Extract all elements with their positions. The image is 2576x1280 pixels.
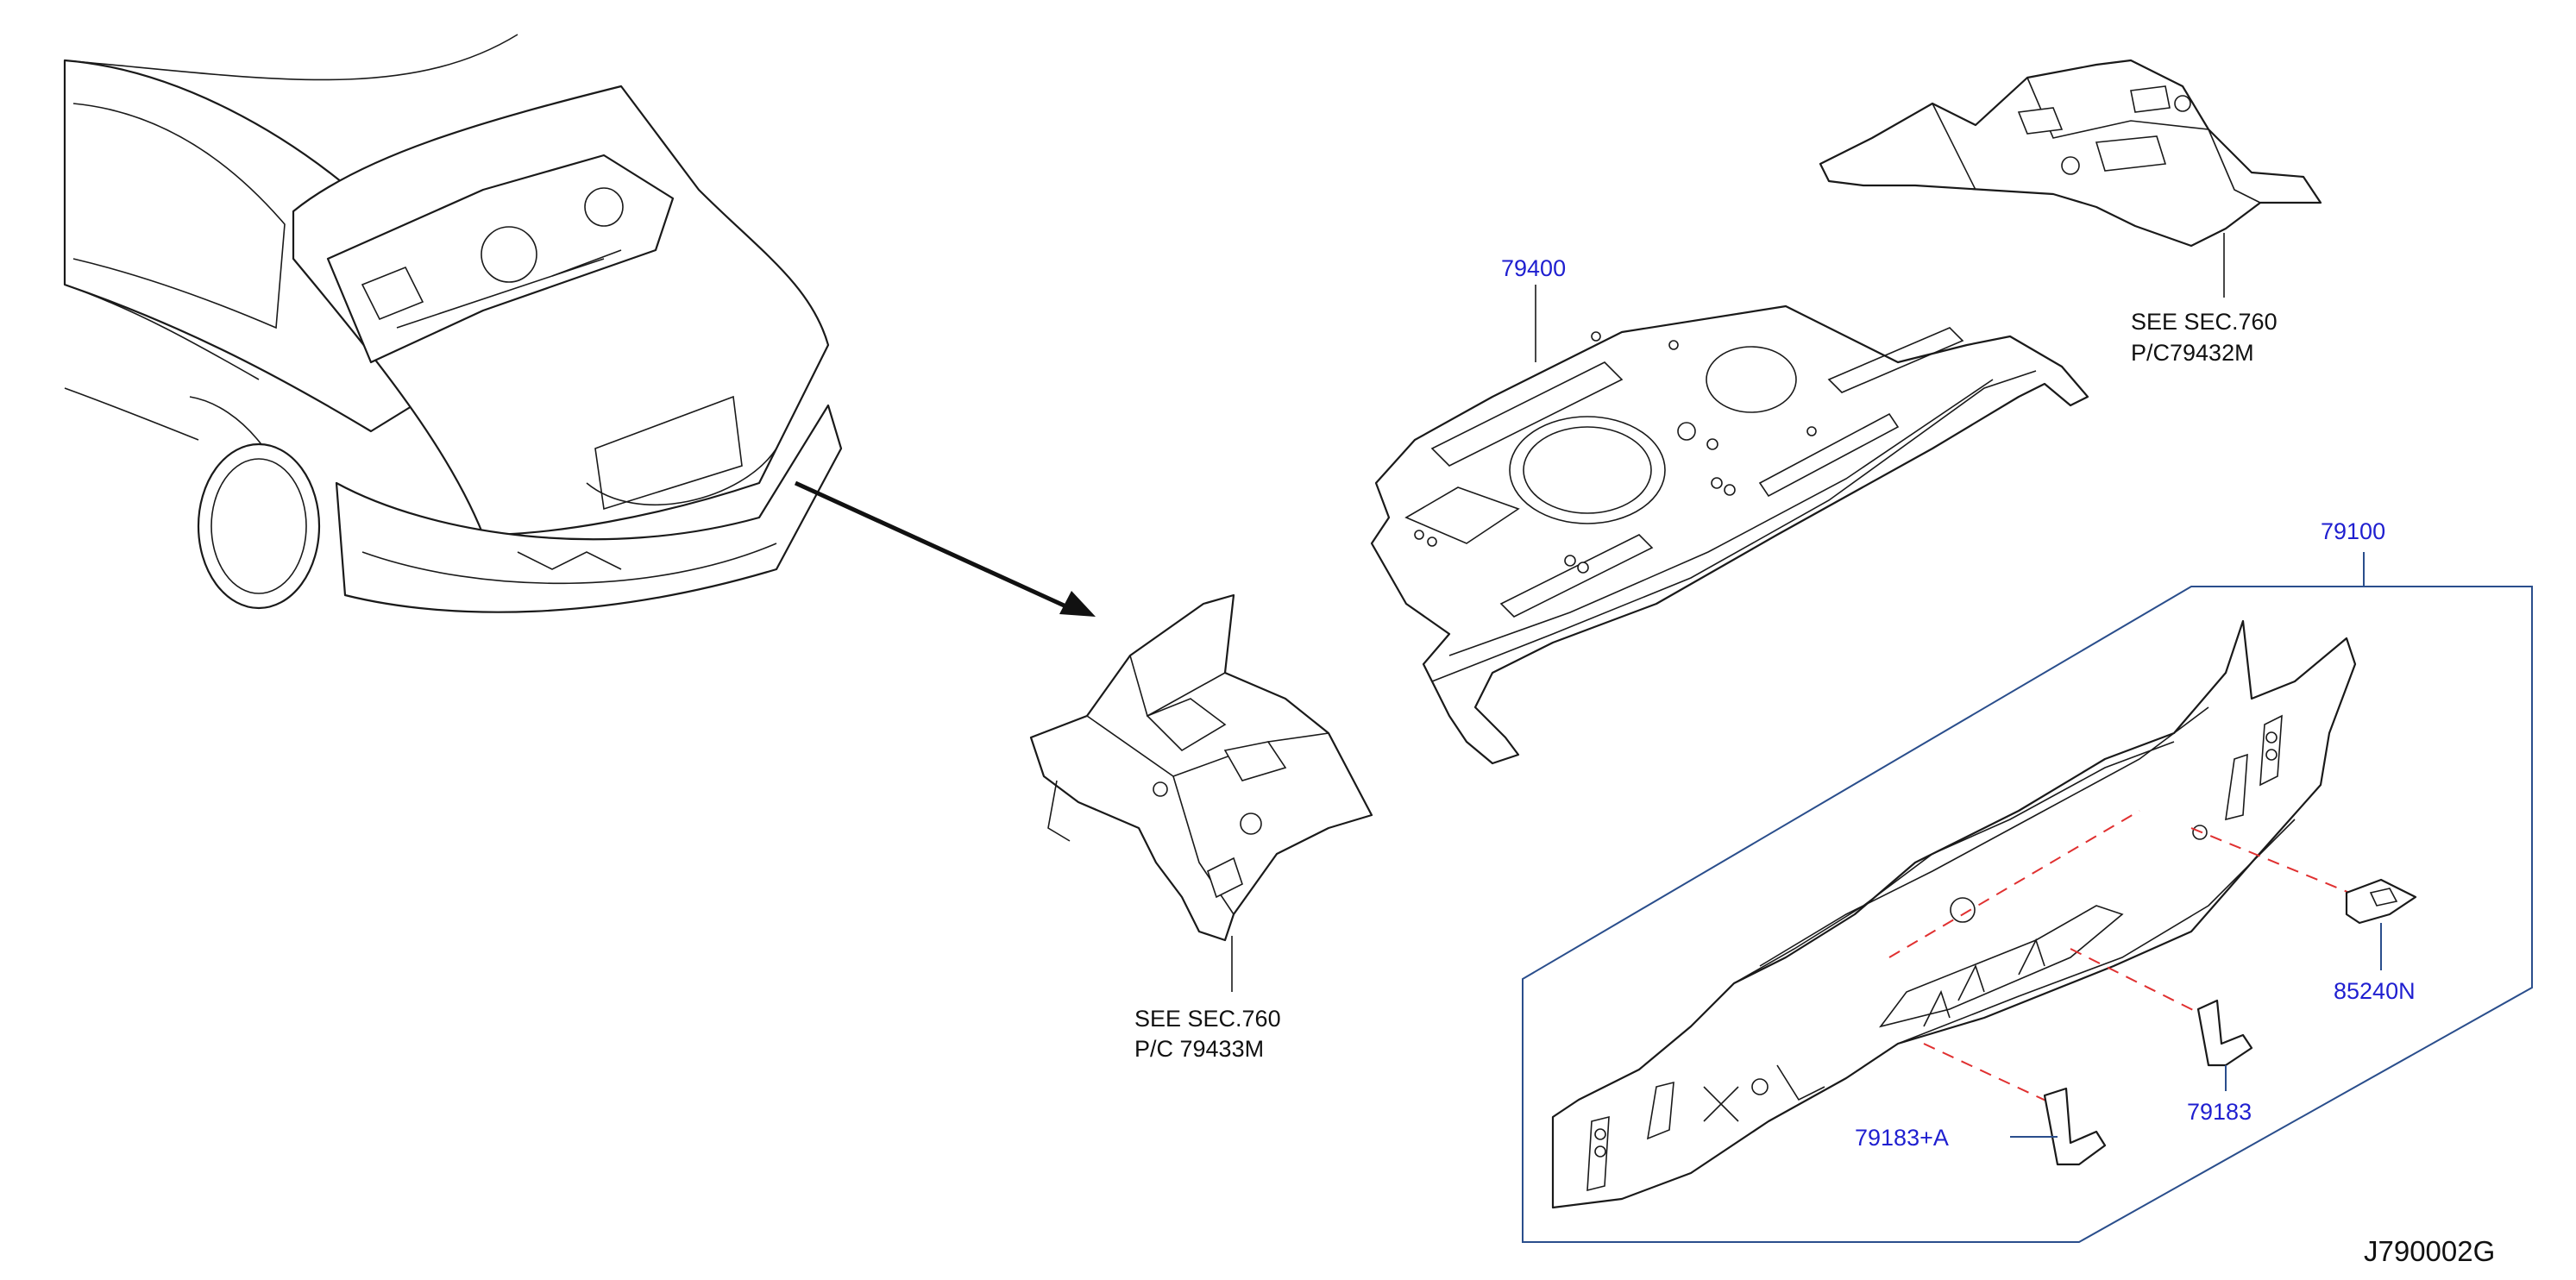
label-79183A: 79183+A — [1855, 1125, 1949, 1151]
right-floor-side-panel — [1819, 59, 2322, 248]
upper-ref-line1: SEE SEC.760 — [2131, 309, 2278, 335]
direction-arrow — [794, 480, 1096, 617]
label-79183: 79183 — [2187, 1099, 2252, 1125]
label-79400: 79400 — [1501, 255, 1566, 281]
rear-panel-assembly-box: 79100 — [1522, 518, 2533, 1243]
label-85240N: 85240N — [2334, 978, 2416, 1004]
lower-ref-line1: SEE SEC.760 — [1134, 1006, 1281, 1032]
bracket-85240N: 85240N — [2334, 878, 2417, 1004]
diagram-code: J790002G — [2364, 1235, 2495, 1267]
rear-panel-79100 — [1551, 619, 2357, 1209]
bracket-79183A: 79183+A — [1855, 1087, 2107, 1166]
lower-ref-line2: P/C 79433M — [1134, 1036, 1264, 1062]
left-floor-side-panel — [1029, 593, 1373, 942]
bracket-79183: 79183 — [2187, 999, 2253, 1125]
rear-parcel-shelf-79400 — [1370, 304, 2089, 765]
car-rear-illustration — [63, 34, 843, 613]
label-79100: 79100 — [2321, 518, 2385, 544]
upper-see-reference: SEE SEC.760 P/C79432M — [2131, 233, 2278, 366]
upper-ref-line2: P/C79432M — [2131, 340, 2254, 366]
callout-79400: 79400 — [1501, 255, 1566, 362]
lower-see-reference: SEE SEC.760 P/C 79433M — [1134, 936, 1281, 1062]
